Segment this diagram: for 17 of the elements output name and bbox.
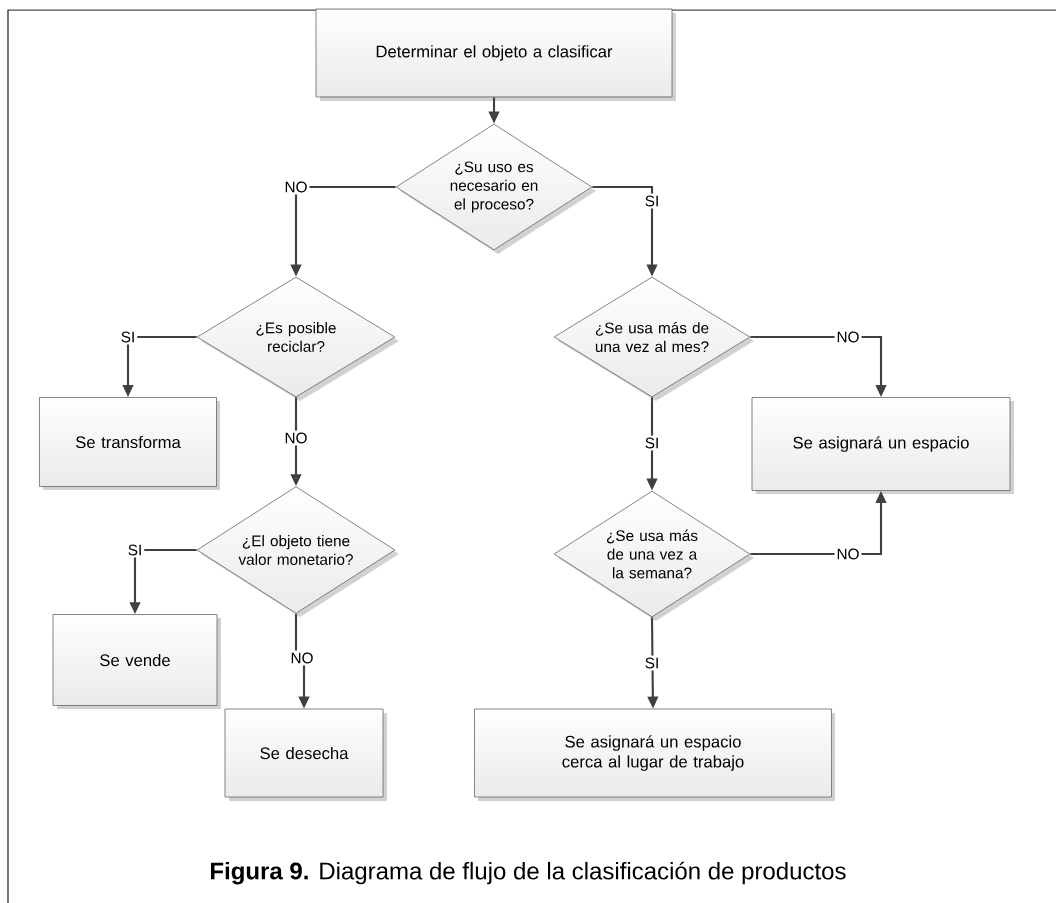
process-box: Se asignará un espacio [751, 397, 1014, 494]
edge-label: NO [282, 179, 310, 195]
edge-label: SI [125, 542, 145, 558]
process-box: Se vende [52, 614, 221, 709]
process-box: Se desecha [224, 708, 387, 801]
edge-label: SI [118, 329, 138, 345]
edge-label: NO [282, 430, 310, 446]
caption: Figura 9. Diagrama de flujo de la clasificación de productos [211, 861, 846, 885]
process-box: Se transforma [39, 397, 220, 490]
process-box: Determinar el objeto a clasificar [315, 8, 676, 101]
edge-label: NO [834, 546, 862, 562]
edge-label: SI [642, 193, 662, 209]
edge-label: SI [642, 655, 662, 671]
edge-label: NO [288, 650, 316, 666]
edge-label: SI [642, 435, 662, 451]
process-box: Se asignará un espacio cerca al lugar de trabajo [474, 708, 835, 801]
edge-label: NO [834, 329, 862, 345]
